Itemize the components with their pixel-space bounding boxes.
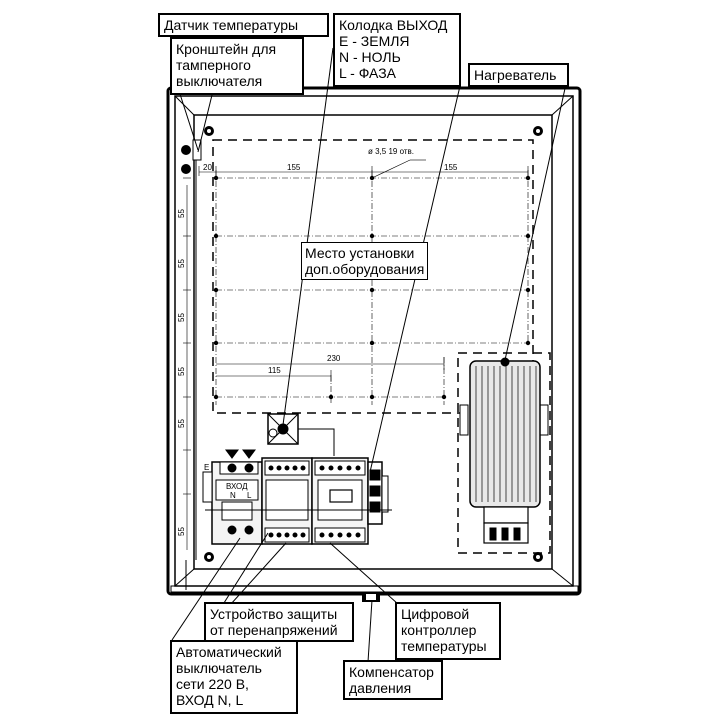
digital-controller-line-1: Цифровой [401,606,470,622]
dim-vert-3: 55 [177,313,186,322]
pressure-compensator [362,592,380,602]
terminal-e-label: E [204,463,209,472]
dim-bottom-narrow: 115 [268,366,281,375]
dim-vert-4: 55 [177,367,186,376]
mount-area-label: Место установки доп.оборудования [301,242,429,280]
heater-callout: Нагреватель [468,63,569,87]
dim-vert-6: 55 [177,527,186,536]
surge-protection-line-2: от перенапряжений [210,622,338,638]
circuit-breaker-line-3: сети 220 В, [176,676,249,692]
tamper-bracket-line-3: выключателя [176,73,263,89]
digital-controller-callout: Цифровой контроллер температуры [395,602,501,660]
tamper-bracket-callout: Кронштейн для тамперного выключателя [170,37,304,95]
surge-protection-callout: Устройство защиты от перенапряжений [204,602,354,642]
lower-dimensions [216,357,445,382]
dim-top-mid-1: 155 [287,163,301,172]
dim-vert-1: 55 [177,209,186,218]
temp-sensor-label: Датчик температуры [164,17,299,33]
mounting-plate-area [212,139,534,414]
circuit-breaker-line-1: Автоматический [176,644,282,660]
mount-area-line-2: доп.оборудования [305,261,425,277]
mount-area-line-1: Место установки [305,245,415,261]
dim-hole-note: ø 3,5 19 отв. [368,147,414,156]
terminal-l-label: L [247,491,252,500]
output-block-callout: Колодка ВЫХОД E - ЗЕМЛЯ N - НОЛЬ L - ФАЗ… [333,13,461,87]
heater-label: Нагреватель [474,67,557,83]
dim-bottom-wide: 230 [327,354,341,363]
dim-vert-5: 55 [177,419,186,428]
digital-controller-line-3: температуры [401,638,487,654]
output-block-line-4: L - ФАЗА [339,65,397,81]
circuit-breaker [202,449,263,545]
temp-sensor-callout: Датчик температуры [158,13,329,37]
circuit-breaker-callout: Автоматический выключатель сети 220 В, В… [170,640,298,714]
circuit-breaker-line-4: ВХОД N, L [176,692,244,708]
surge-protection-line-1: Устройство защиты [210,606,338,622]
output-block-line-1: Колодка ВЫХОД [339,17,448,33]
terminal-input-label: ВХОД [226,482,248,491]
pressure-compensator-callout: Компенсатор давления [343,660,443,700]
surge-protector [261,457,313,545]
circuit-breaker-line-2: выключатель [176,660,262,676]
tamper-bracket-line-2: тамперного [176,57,251,73]
temperature-controller [311,457,369,545]
output-block-line-2: E - ЗЕМЛЯ [339,33,410,49]
heater-unit [459,357,549,544]
output-terminal-block [367,461,389,525]
digital-controller-line-2: контроллер [401,622,477,638]
heater-outline [457,352,551,554]
corner-screws [204,126,543,562]
mounting-holes [213,175,531,400]
pressure-compensator-line-2: давления [349,680,412,696]
tamper-bracket-line-1: Кронштейн для [176,41,277,57]
dim-top-mid-2: 155 [444,163,458,172]
output-block-line-3: N - НОЛЬ [339,49,401,65]
terminal-n-label: N [230,491,236,500]
vertical-dimensions [183,177,191,550]
dim-vert-2: 55 [177,259,186,268]
dim-top-left: 20 [203,163,212,172]
top-dimensions [198,159,529,179]
pressure-compensator-line-1: Компенсатор [349,664,434,680]
temperature-sensor [267,413,335,456]
side-hinge [181,139,202,590]
